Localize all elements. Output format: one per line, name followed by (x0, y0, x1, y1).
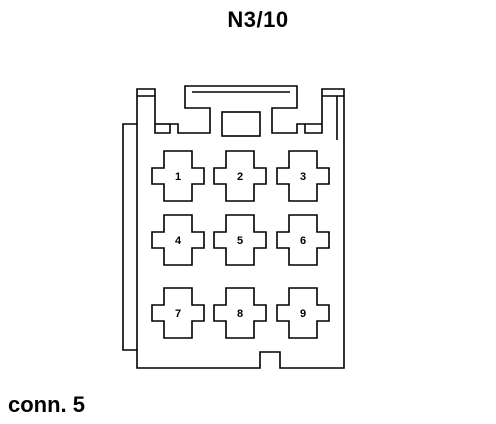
pin-number: 1 (175, 171, 181, 183)
connector-title: N3/10 (227, 7, 289, 32)
connector-label: conn. 5 (8, 392, 86, 417)
pin-number: 5 (237, 235, 243, 247)
pin-grid: 1 2 3 4 5 6 7 8 9 (151, 150, 330, 339)
pin-cavity-3: 3 (276, 150, 330, 202)
pin-number: 3 (300, 171, 306, 183)
pin-cavity-1: 1 (151, 150, 205, 202)
pin-cavity-outline (276, 150, 330, 202)
pin-cavity-outline (151, 287, 205, 339)
pin-cavity-9: 9 (276, 287, 330, 339)
side-rail (122, 123, 137, 351)
pin-cavity-5: 5 (213, 214, 267, 266)
pin-cavity-8: 8 (213, 287, 267, 339)
pin-number: 6 (300, 235, 306, 247)
pin-number: 9 (300, 308, 306, 320)
pin-cavity-4: 4 (151, 214, 205, 266)
pin-cavity-outline (151, 150, 205, 202)
pin-cavity-outline (213, 150, 267, 202)
connector-housing (136, 85, 345, 369)
pin-cavity-outline (213, 287, 267, 339)
pin-cavity-outline (151, 214, 205, 266)
pin-cavity-2: 2 (213, 150, 267, 202)
pin-cavity-6: 6 (276, 214, 330, 266)
locking-window (221, 111, 261, 137)
pin-cavity-outline (213, 214, 267, 266)
pin-cavity-outline (276, 287, 330, 339)
pin-number: 2 (237, 171, 243, 183)
pin-number: 8 (237, 308, 243, 320)
pin-number: 7 (175, 308, 181, 320)
pin-cavity-7: 7 (151, 287, 205, 339)
pin-cavity-outline (276, 214, 330, 266)
pin-number: 4 (175, 235, 182, 247)
